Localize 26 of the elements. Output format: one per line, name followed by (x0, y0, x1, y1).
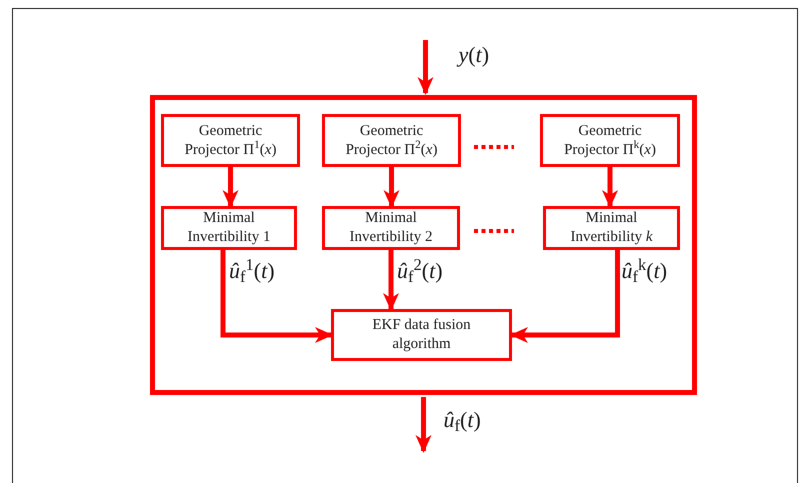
edge-label: û$_{f}$$^{1}$(t) (229, 258, 275, 284)
arrow (416, 397, 432, 453)
box-text: Minimal Invertibility 1 (186, 209, 272, 247)
box-text: Geometric Projector Π$^{1}$(x) (184, 122, 278, 160)
box-text: EKF data fusion algorithm (371, 316, 472, 354)
arrow (384, 167, 400, 208)
arrow (383, 250, 399, 311)
edge-label: û$_{f}$$^{k}$(t) (622, 258, 668, 284)
box-text: Minimal Invertibility k (569, 209, 654, 247)
box-text: Minimal Invertibility 2 (348, 209, 434, 247)
arrow (510, 250, 620, 343)
container-frame (150, 95, 697, 395)
arrow (602, 167, 618, 208)
process-box (161, 114, 300, 167)
process-box (540, 114, 680, 167)
box-text: Geometric Projector Π$^{k}$(x) (563, 122, 657, 160)
arrow (220, 250, 333, 343)
arrow (418, 40, 434, 95)
edge-label: û$_{f}$$^{2}$(t) (397, 258, 443, 284)
process-box (331, 309, 512, 361)
box-text: Geometric Projector Π$^{2}$(x) (344, 122, 438, 160)
process-box (161, 206, 297, 250)
process-box (322, 114, 461, 167)
process-box (543, 206, 680, 250)
process-box (322, 206, 460, 250)
arrow (222, 167, 238, 208)
